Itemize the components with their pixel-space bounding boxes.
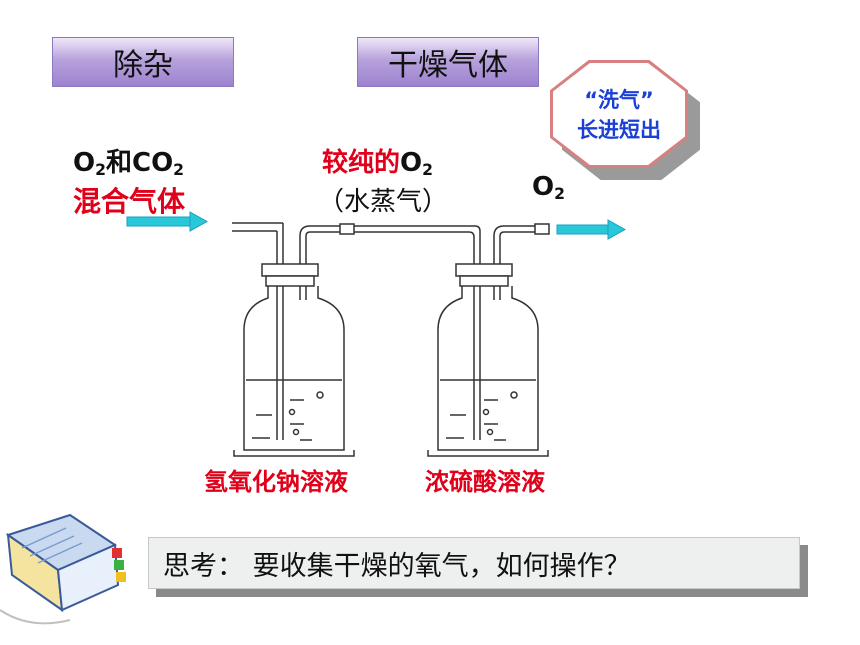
water-vapor-label: （水蒸气） [318,187,449,217]
input-gas-formula: O2和CO2 [73,148,185,179]
callout-line1: “洗气” [584,88,654,112]
naoh-solution-label: 氢氧化钠溶液 [204,468,348,496]
h2so4-solution-label: 浓硫酸溶液 [425,468,545,496]
purify-text: 除杂 [113,48,173,83]
question-box: 思考： 要收集干燥的氧气，如何操作？ [148,537,800,589]
dry-gas-text: 干燥气体 [388,48,508,83]
inlet-arrow [126,211,209,232]
gas-washing-callout: “洗气” 长进短出 [550,60,700,180]
left-wash-bottle [233,263,355,457]
notebook-icon [0,513,126,625]
right-wash-bottle [427,263,549,457]
callout-line2: 长进短出 [577,118,661,142]
question-text: 思考： 要收集干燥的氧气，如何操作？ [163,550,631,582]
mixed-gas-label: 混合气体 [73,185,186,218]
outlet-arrow [556,219,627,240]
connecting-tubes [232,222,550,440]
dry-gas-label: 干燥气体 [357,37,539,87]
purify-label: 除杂 [52,37,234,87]
output-o2-label: O2 [532,172,565,203]
purer-o2-label: 较纯的O2 [322,148,433,179]
